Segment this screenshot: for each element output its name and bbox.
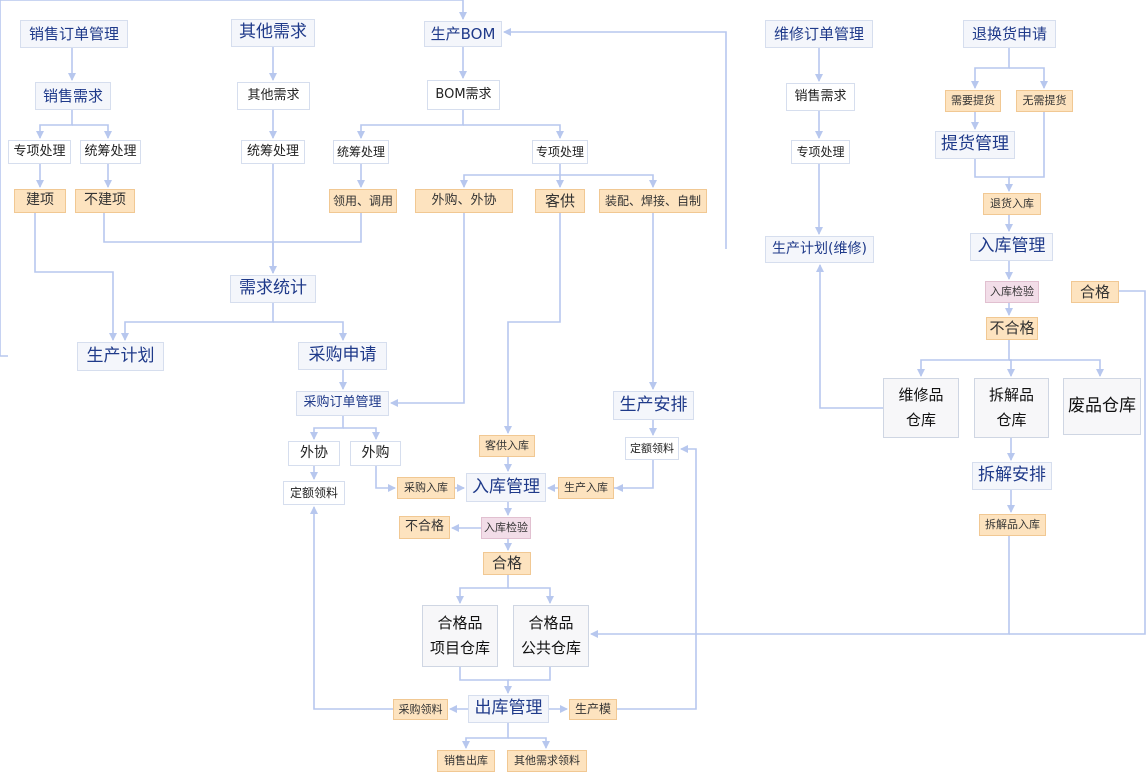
bom-demand-box: BOM需求 [427, 80, 500, 110]
connector-line [1009, 359, 1104, 377]
special-proc-bom-box: 专项处理 [532, 140, 588, 164]
connector-line [459, 667, 512, 694]
connector-line [310, 506, 393, 710]
quota-picking-left-box: 定额领料 [283, 481, 345, 505]
qualified-right-tag: 合格 [1071, 281, 1119, 303]
purchase-picking-tag: 采购领料 [393, 699, 448, 720]
connector-line [508, 737, 550, 749]
connector-line [460, 164, 561, 188]
special-proc-left-box: 专项处理 [8, 140, 71, 164]
production-schedule-box: 生产安排 [613, 391, 694, 420]
connector-line [974, 159, 1013, 192]
draw-transfer-tag: 领用、调用 [329, 189, 397, 213]
connector-line [1009, 112, 1045, 178]
outbuy-box: 外购 [350, 441, 401, 466]
customer-supply-tag: 客供 [535, 189, 585, 213]
unqualified-right-tag: 不合格 [986, 317, 1038, 340]
special-proc-right-box: 专项处理 [791, 140, 850, 164]
sales-outbound-tag: 销售出库 [437, 750, 495, 772]
production-mold-tag: 生产模 [569, 699, 617, 720]
connector-line [103, 213, 362, 243]
return-inbound-tag: 退货入库 [983, 193, 1041, 215]
dismantle-warehouse-box: 拆解品 仓库 [974, 378, 1049, 438]
production-plan-box: 生产计划 [77, 342, 164, 371]
overall-proc-bom-box: 统筹处理 [333, 140, 389, 164]
purchase-order-mgmt-box: 采购订单管理 [296, 391, 389, 416]
assembly-weld-make-tag: 装配、焊接、自制 [599, 189, 707, 213]
no-build-project-tag: 不建项 [75, 189, 135, 213]
outsource-cooperate-tag: 外购、外协 [415, 189, 513, 213]
repair-warehouse-box: 维修品 仓库 [883, 378, 959, 438]
production-bom-box: 生产BOM [424, 21, 502, 47]
production-plan-repair-box: 生产计划(维修) [765, 236, 874, 263]
connector-line [504, 213, 561, 434]
need-pickup-tag: 需要提货 [945, 90, 1001, 112]
inbound-inspect-center-tag: 入库检验 [481, 517, 531, 539]
sales-demand-right-box: 销售需求 [786, 83, 855, 111]
connector-line [390, 213, 465, 407]
inbound-mgmt-right-box: 入库管理 [970, 233, 1053, 261]
connector-line [343, 427, 380, 440]
connector-line [590, 536, 1010, 638]
dismantle-schedule-box: 拆解安排 [972, 462, 1052, 490]
connector-line [34, 213, 117, 341]
other-demand-mid-box: 其他需求 [237, 82, 310, 110]
connector-line [462, 723, 509, 749]
pickup-mgmt-box: 提货管理 [935, 131, 1015, 159]
demand-stats-box: 需求统计 [230, 275, 316, 303]
connector-line [36, 110, 73, 139]
scrap-warehouse-box: 废品仓库 [1063, 378, 1141, 435]
sales-order-mgmt-box: 销售订单管理 [20, 20, 128, 48]
production-inbound-tag: 生产入库 [558, 477, 614, 499]
connector-line [375, 466, 396, 492]
no-pickup-tag: 无需提货 [1016, 90, 1073, 112]
connector-line [1009, 290, 1146, 635]
connector-line [508, 667, 551, 681]
connector-line [456, 575, 509, 604]
connector-line [1007, 359, 1015, 377]
connector-line [617, 445, 697, 710]
build-project-tag: 建项 [14, 189, 66, 213]
unqualified-center-tag: 不合格 [399, 516, 450, 539]
connector-line [1009, 67, 1048, 89]
connector-line [273, 321, 347, 341]
customer-inbound-tag: 客供入库 [479, 435, 535, 457]
connector-line [0, 0, 467, 357]
public-warehouse-box: 合格品 公共仓库 [513, 605, 589, 667]
connector-line [72, 124, 112, 139]
project-warehouse-box: 合格品 项目仓库 [422, 605, 498, 667]
overall-proc-mid-box: 统筹处理 [241, 140, 305, 164]
connector-line [615, 460, 654, 492]
connector-line [560, 174, 657, 188]
connector-line [971, 48, 1010, 89]
connector-line [917, 340, 1010, 377]
other-demand-picking-tag: 其他需求领料 [507, 750, 587, 772]
other-demand-top-box: 其他需求 [231, 19, 315, 47]
qualified-center-tag: 合格 [483, 552, 531, 575]
connector-line [503, 28, 727, 249]
quota-picking-right-box: 定额领料 [625, 437, 679, 460]
outbound-mgmt-box: 出库管理 [468, 695, 549, 723]
sales-demand-left-box: 销售需求 [35, 82, 111, 110]
outsource-box: 外协 [288, 441, 340, 466]
return-exchange-apply-box: 退换货申请 [963, 20, 1056, 48]
inbound-inspect-right-tag: 入库检验 [985, 281, 1039, 303]
connector-line [310, 416, 344, 440]
connector-line [357, 110, 464, 139]
overall-proc-left-box: 统筹处理 [80, 140, 141, 164]
dismantle-inbound-tag: 拆解品入库 [979, 514, 1046, 536]
repair-order-mgmt-box: 维修订单管理 [765, 20, 873, 48]
purchase-request-box: 采购申请 [298, 342, 387, 370]
connector-line [121, 303, 274, 341]
connector-line [508, 587, 554, 604]
inbound-mgmt-center-box: 入库管理 [466, 473, 546, 502]
connector-line [463, 124, 564, 139]
purchase-inbound-tag: 采购入库 [397, 477, 455, 499]
